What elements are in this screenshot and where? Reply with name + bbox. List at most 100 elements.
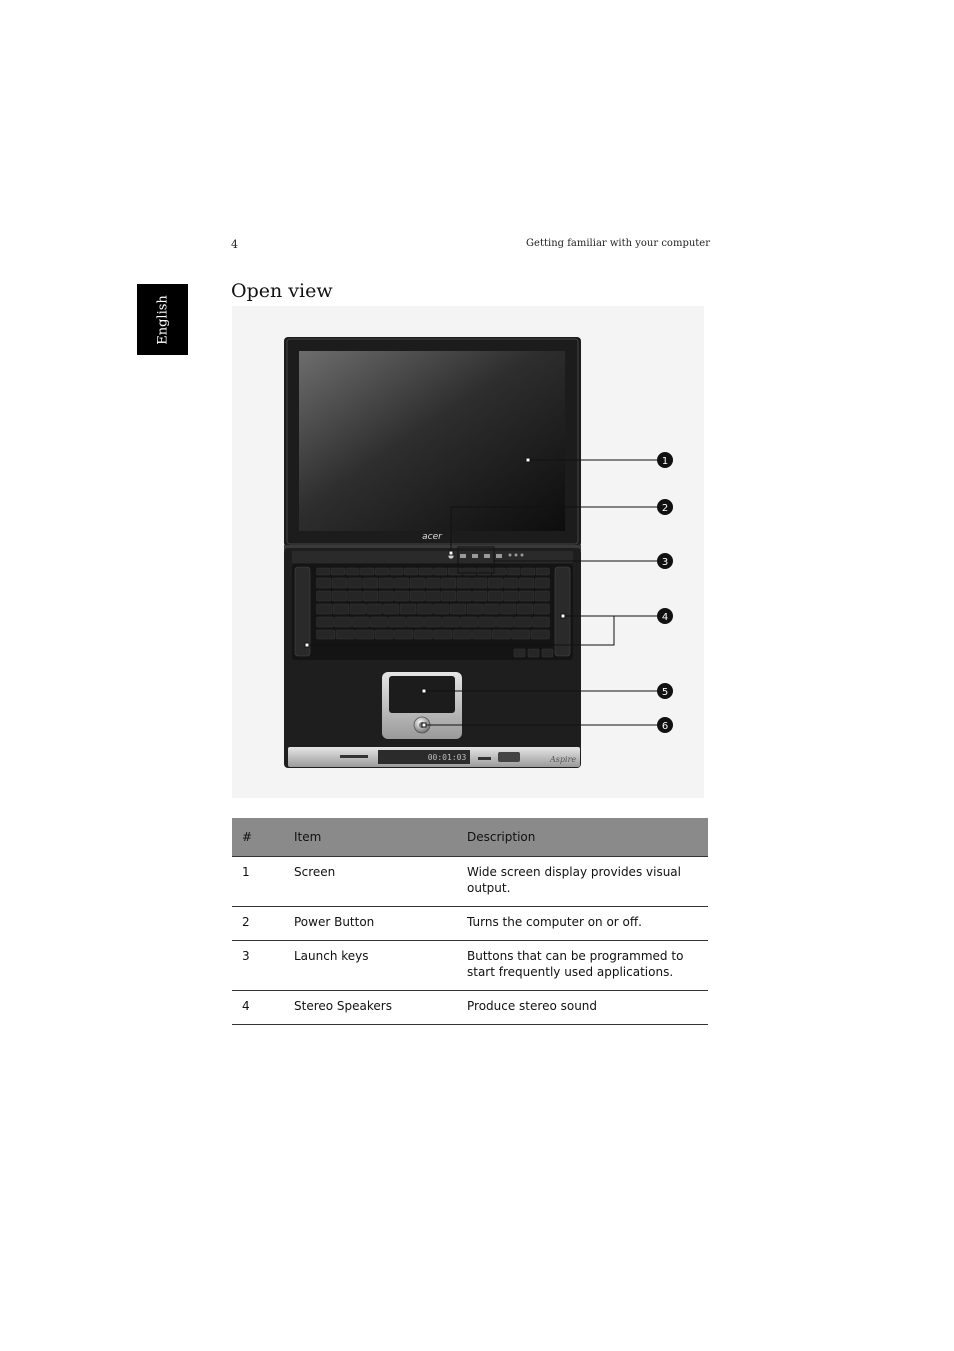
keyboard-key [366, 603, 383, 615]
keyboard-key [503, 590, 519, 602]
keyboard-key [506, 567, 521, 576]
touchpad [389, 676, 455, 713]
table-row: 2 Power Button Turns the computer on or … [232, 906, 708, 941]
callout-6: 6 [657, 717, 673, 733]
keyboard-key [360, 567, 375, 576]
row-description: Turns the computer on or off. [457, 906, 708, 941]
header-item: Item [284, 818, 457, 857]
keyboard-key [409, 577, 425, 589]
laptop-screen [299, 351, 565, 531]
keyboard-key [388, 616, 406, 628]
row-item: Launch keys [284, 940, 457, 991]
keyboard-key [511, 629, 531, 640]
row-number: 4 [232, 990, 284, 1025]
keyboard-key [460, 616, 478, 628]
keyboard-key [347, 590, 363, 602]
keyboard-key [425, 577, 441, 589]
keyboard-key [441, 590, 456, 602]
keyboard-key [363, 590, 378, 602]
keyboard [316, 567, 554, 658]
arrow-key [513, 648, 526, 658]
items-table: # Item Description 1 Screen Wide screen … [232, 818, 708, 1025]
row-number: 2 [232, 906, 284, 941]
keyboard-key [442, 616, 460, 628]
keyboard-key [333, 603, 350, 615]
keyboard-key [447, 567, 462, 576]
callout-4: 4 [657, 608, 673, 624]
svg-text:4: 4 [662, 612, 668, 623]
keyboard-key [450, 603, 467, 615]
keyboard-key [349, 603, 366, 615]
keyboard-key [330, 567, 345, 576]
keyboard-key [334, 616, 352, 628]
keyboard-key [535, 567, 550, 576]
keyboard-key [500, 603, 517, 615]
keyboard-key [383, 603, 400, 615]
row-item: Power Button [284, 906, 457, 941]
keyboard-key [519, 577, 534, 589]
header-description: Description [457, 818, 708, 857]
keyboard-key [433, 629, 453, 640]
language-tab: English [137, 284, 188, 355]
svg-text:5: 5 [662, 687, 668, 698]
keyboard-key [532, 616, 550, 628]
callout-2: 2 [657, 499, 673, 515]
row-item: Stereo Speakers [284, 990, 457, 1025]
model-name: Aspire [549, 755, 576, 764]
svg-text:3: 3 [662, 557, 668, 568]
keyboard-key [533, 603, 550, 615]
keyboard-key [491, 567, 506, 576]
arrow-key [527, 648, 540, 658]
media-display [378, 750, 470, 764]
keyboard-key [399, 603, 416, 615]
svg-text:6: 6 [662, 721, 668, 732]
keyboard-key [316, 590, 332, 602]
row-number: 1 [232, 856, 284, 907]
keyboard-key [389, 567, 404, 576]
keyboard-key [534, 577, 550, 589]
keyboard-key [347, 577, 363, 589]
keyboard-key [316, 567, 331, 576]
table-header-row: # Item Description [232, 818, 708, 857]
keyboard-key [404, 567, 418, 576]
keyboard-key [496, 616, 514, 628]
keyboard-key [352, 616, 370, 628]
keyboard-key [466, 603, 483, 615]
keyboard-key [514, 616, 532, 628]
keyboard-key [521, 567, 535, 576]
page-number: 4 [231, 238, 238, 251]
keyboard-key [452, 629, 472, 640]
keyboard-key [472, 629, 492, 640]
row-description: Wide screen display provides visual outp… [457, 856, 708, 907]
keyboard-key [433, 567, 448, 576]
row-description: Produce stereo sound [457, 990, 708, 1025]
right-speaker [554, 566, 571, 657]
running-header: Getting familiar with your computer [526, 238, 710, 249]
keyboard-key [335, 629, 355, 640]
keyboard-key [413, 629, 433, 640]
keyboard-key [517, 603, 533, 615]
keyboard-key [316, 603, 333, 615]
table-row: 1 Screen Wide screen display provides vi… [232, 856, 708, 907]
keyboard-key [363, 577, 378, 589]
keyboard-key [477, 567, 492, 576]
callout-1: 1 [657, 452, 673, 468]
section-title: Open view [231, 280, 333, 302]
keyboard-key [491, 629, 511, 640]
keyboard-key [456, 590, 472, 602]
keyboard-key [355, 629, 375, 640]
keyboard-key [316, 629, 336, 640]
language-tab-label: English [155, 294, 170, 345]
keyboard-key [530, 629, 550, 640]
keyboard-key [456, 577, 472, 589]
keyboard-key [519, 590, 534, 602]
keyboard-key [316, 577, 332, 589]
row-description: Buttons that can be programmed to start … [457, 940, 708, 991]
left-speaker [294, 566, 311, 657]
keyboard-key [441, 577, 456, 589]
keyboard-key [418, 567, 433, 576]
keyboard-key [534, 590, 550, 602]
keyboard-key [345, 567, 360, 576]
keyboard-key [472, 590, 488, 602]
media-display-readout: 00:01:03 [428, 753, 467, 762]
